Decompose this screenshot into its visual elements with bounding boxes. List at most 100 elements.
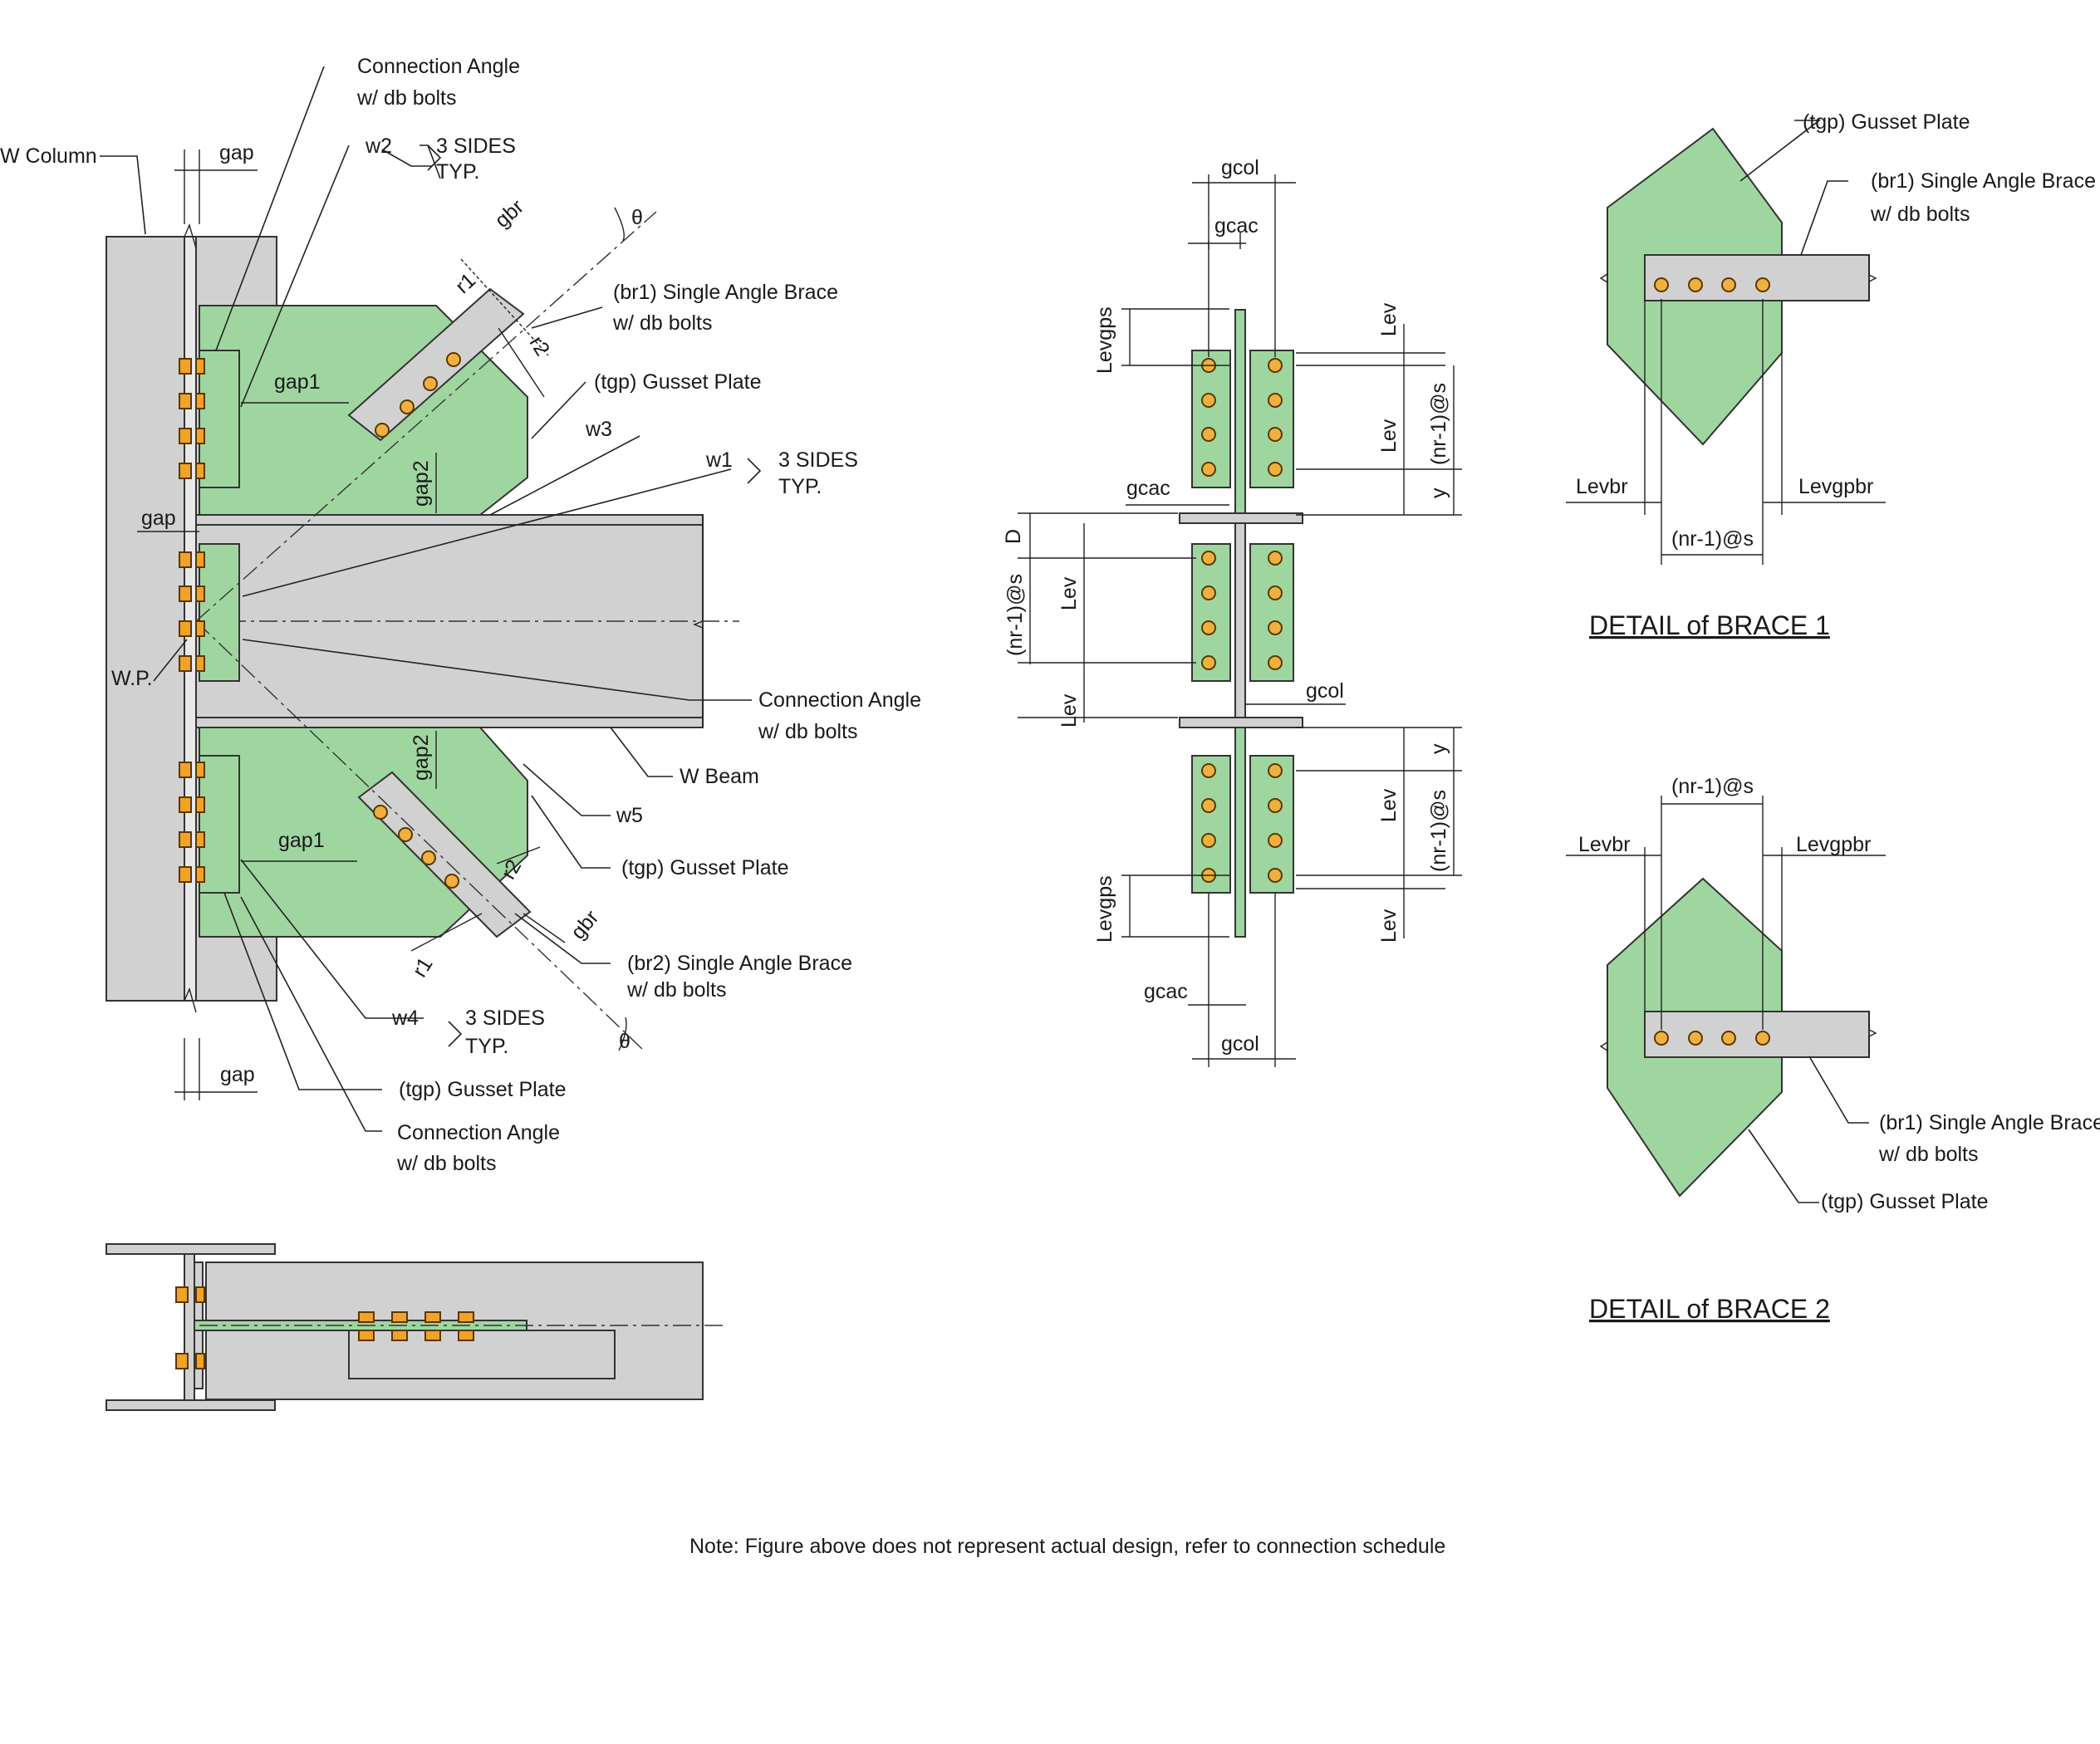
typ-bottom: TYP. <box>465 1035 508 1058</box>
bolt <box>195 463 205 479</box>
bolt <box>195 796 205 813</box>
bolt <box>400 399 415 414</box>
nrs-bottom-right: (nr-1)@s <box>1427 790 1450 872</box>
column-web-line <box>184 236 197 1002</box>
bolt <box>1268 868 1283 883</box>
conn-angle-bottom-bolts: w/ db bolts <box>396 1152 497 1175</box>
detail-brace-1: (tgp) Gusset Plate (br1) Single Angle Br… <box>1566 110 2096 640</box>
bolt <box>398 827 413 842</box>
bolt <box>446 352 461 367</box>
gap2-bottom-dim: gap2 <box>410 734 433 781</box>
gap-mid-dim: gap <box>141 507 176 530</box>
gusset-bottom-label: (tgp) Gusset Plate <box>399 1078 566 1101</box>
beam-web-section <box>1234 522 1246 718</box>
levgps-top-dim: Levgps <box>1093 306 1116 374</box>
bolt <box>1721 1031 1736 1046</box>
w-beam-bottom-flange <box>195 717 704 728</box>
detail1-bolts-label: w/ db bolts <box>1870 203 1970 226</box>
upper-connection-angle <box>199 350 240 488</box>
conn-angle-mid-bolts: w/ db bolts <box>758 720 858 743</box>
y-top-right: y <box>1427 487 1450 498</box>
gbr-bottom-dim: gbr <box>567 906 604 944</box>
beam-bottom-flange-section <box>1179 717 1303 728</box>
detail2-title: DETAIL of BRACE 2 <box>1589 1294 1830 1324</box>
bolt <box>179 428 192 444</box>
upper-brace-angle <box>347 287 525 442</box>
r2-top-dim: r2 <box>525 332 555 360</box>
w-column-label: W Column <box>0 145 97 168</box>
bolt <box>179 551 192 568</box>
detail1-title: DETAIL of BRACE 1 <box>1589 610 1830 640</box>
gcac-top-dim: gcac <box>1214 214 1259 238</box>
bolt <box>1688 1031 1703 1046</box>
bolt <box>1201 620 1216 635</box>
bolt <box>179 393 192 409</box>
three-sides-bottom: 3 SIDES <box>465 1007 545 1030</box>
bolt <box>1201 655 1216 670</box>
bolt <box>179 655 192 672</box>
gcac-bottom-dim: gcac <box>1144 980 1188 1003</box>
y-bottom-right: y <box>1427 743 1450 754</box>
lev-bottom-right: Lev <box>1377 788 1401 822</box>
bolt <box>195 831 205 848</box>
bolt <box>179 831 192 848</box>
main-dimensions <box>137 149 627 1100</box>
detail2-levbr: Levbr <box>1578 833 1631 856</box>
bolt <box>423 376 438 391</box>
r1-bottom-dim: r1 <box>408 953 438 982</box>
d-dim: D <box>1002 529 1025 544</box>
gap1-bottom-dim: gap1 <box>278 829 325 852</box>
bolt <box>373 805 388 820</box>
bolt <box>358 1311 375 1323</box>
bolt <box>458 1311 474 1323</box>
conn-angle-top-bolts: w/ db bolts <box>356 86 457 110</box>
lev-top-right: Lev <box>1377 302 1401 336</box>
bolt <box>195 428 205 444</box>
column-flange-bottom <box>105 1399 276 1411</box>
bolt <box>1268 798 1283 813</box>
bolt <box>1201 551 1216 566</box>
br1-label: (br1) Single Angle Brace <box>613 281 838 304</box>
bolt <box>1268 655 1283 670</box>
typ-w1: TYP. <box>778 475 822 498</box>
bolt <box>175 1353 189 1369</box>
bolt <box>195 551 205 568</box>
bolt <box>1201 798 1216 813</box>
drawing-note: Note: Figure above does not represent ac… <box>689 1535 1445 1558</box>
bolt <box>458 1330 474 1341</box>
detail2-nrs: (nr-1)@s <box>1671 775 1754 798</box>
three-sides-w1: 3 SIDES <box>778 448 858 472</box>
bolt <box>1688 277 1703 292</box>
bolt <box>179 796 192 813</box>
lower-brace-angle <box>357 771 532 938</box>
bolt <box>179 358 192 375</box>
bolt <box>179 585 192 602</box>
section-dim-lines <box>1018 174 1462 1067</box>
bolt <box>1201 585 1216 600</box>
bolt <box>195 1286 205 1303</box>
bolt <box>1268 393 1283 408</box>
wp-label: W.P. <box>111 667 153 690</box>
bolt <box>1654 277 1669 292</box>
gcol-mid-dim: gcol <box>1306 679 1344 703</box>
bolt <box>1654 1031 1669 1046</box>
gap2-top-dim: gap2 <box>410 460 433 507</box>
detail2-levgpbr: Levgpbr <box>1796 833 1871 856</box>
detail1-brace <box>1644 254 1870 301</box>
bolt <box>1755 1031 1770 1046</box>
bolt <box>195 655 205 672</box>
main-elevation: W Column Connection Angle w/ db bolts ga… <box>0 55 921 1175</box>
lev-mid-left: Lev <box>1057 576 1081 610</box>
w-beam-top-flange <box>195 514 704 526</box>
bolt <box>179 620 192 637</box>
bolt <box>1268 763 1283 778</box>
conn-angle-top-label: Connection Angle <box>357 55 520 78</box>
brace-plan <box>348 1330 616 1379</box>
section-bolts <box>1201 358 1283 883</box>
detail1-gusset-label: (tgp) Gusset Plate <box>1803 110 1970 134</box>
bolt <box>1201 833 1216 848</box>
bolt <box>424 1330 441 1341</box>
br2-label: (br2) Single Angle Brace <box>627 952 852 975</box>
lower-connection-angle <box>199 755 240 894</box>
lower-brace-bolts <box>373 805 459 889</box>
